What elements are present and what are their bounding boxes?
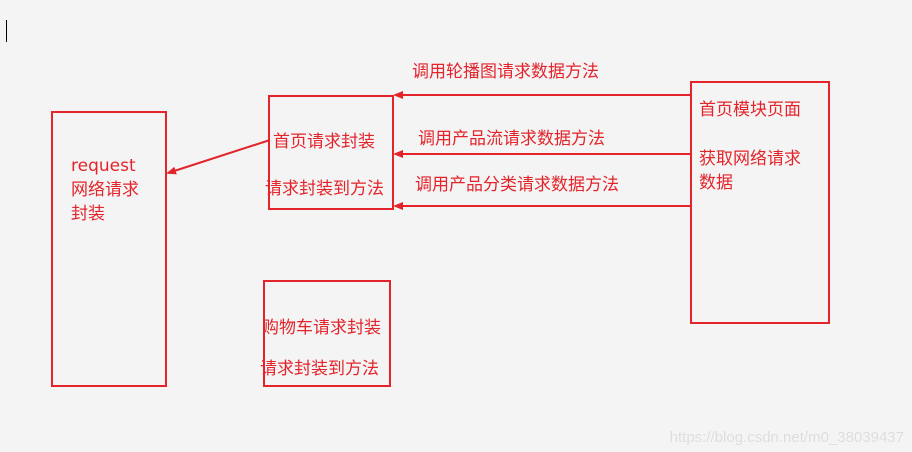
home-request-title: 首页请求封装 (273, 132, 375, 152)
arrow-label-product-flow: 调用产品流请求数据方法 (418, 129, 605, 149)
request-line1: request (71, 156, 136, 176)
home-page-desc-line1: 获取网络请求 (699, 149, 801, 169)
text-cursor (6, 20, 7, 42)
home-request-subtitle: 请求封装到方法 (265, 179, 384, 199)
request-box (51, 111, 167, 387)
arrow-label-carousel: 调用轮播图请求数据方法 (412, 62, 599, 82)
home-page-desc: 获取网络请求 数据 (699, 147, 801, 195)
home-page-desc-line2: 数据 (699, 173, 733, 193)
request-label: request 网络请求 封装 (71, 154, 139, 226)
home-request-box (268, 95, 394, 210)
home-page-box (690, 81, 830, 324)
cart-request-subtitle: 请求封装到方法 (260, 359, 379, 379)
cart-request-box (263, 280, 391, 387)
cart-request-title: 购物车请求封装 (262, 318, 381, 338)
watermark: https://blog.csdn.net/m0_38039437 (669, 429, 904, 446)
request-line2: 网络请求 (71, 180, 139, 200)
request-line3: 封装 (71, 204, 105, 224)
home-page-title: 首页模块页面 (699, 100, 801, 120)
arrow-label-product-category: 调用产品分类请求数据方法 (415, 175, 619, 195)
